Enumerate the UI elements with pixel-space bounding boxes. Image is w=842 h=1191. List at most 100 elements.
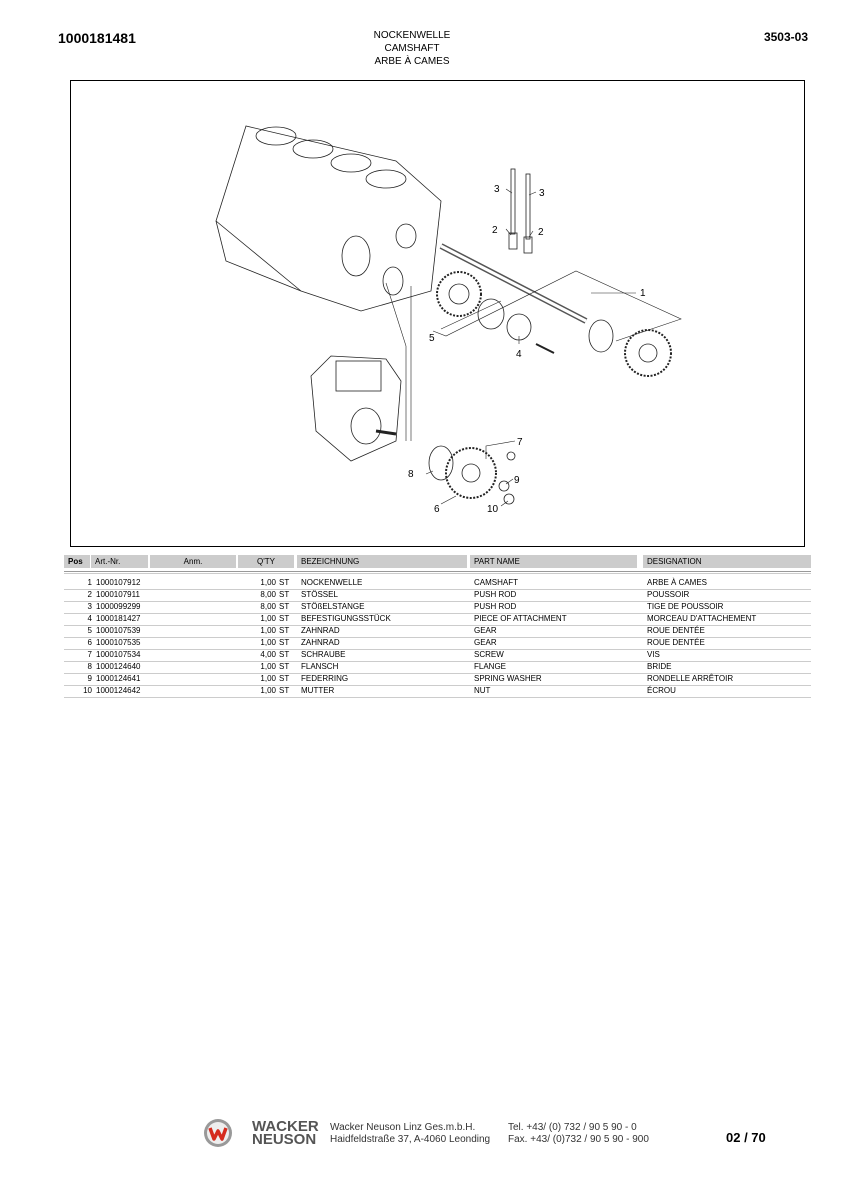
row-article-number: 1000107911 — [96, 590, 140, 599]
row-pos: 9 — [87, 674, 92, 683]
spring-washer-9 — [498, 480, 510, 492]
row-bezeichnung: FEDERRING — [301, 674, 349, 683]
row-bezeichnung: ZAHNRAD — [301, 626, 340, 635]
row-article-number: 1000107535 — [96, 638, 141, 647]
row-divider — [64, 613, 811, 614]
sheet-code: 3503-03 — [763, 30, 808, 44]
title-de: NOCKENWELLE — [373, 30, 451, 41]
row-unit: ST — [279, 650, 290, 659]
row-pos: 5 — [87, 626, 92, 635]
col-header-qty: Q'TY — [238, 555, 294, 568]
camshaft — [439, 243, 588, 324]
injection-pump — [310, 355, 402, 462]
company-name: Wacker Neuson Linz Ges.m.b.H. — [330, 1122, 476, 1133]
row-designation: VIS — [647, 650, 660, 659]
row-quantity: 1,00 — [260, 638, 276, 647]
row-bezeichnung: ZAHNRAD — [301, 638, 340, 647]
row-pos: 4 — [87, 614, 92, 623]
row-designation: ARBE À CAMES — [647, 578, 708, 587]
page-number: 02 / 70 — [726, 1130, 766, 1145]
engine-block — [215, 125, 442, 312]
row-pos: 1 — [87, 578, 92, 587]
row-quantity: 1,00 — [260, 614, 276, 623]
row-unit: ST — [279, 590, 290, 599]
row-quantity: 8,00 — [260, 590, 276, 599]
row-unit: ST — [279, 614, 290, 623]
row-quantity: 1,00 — [260, 686, 276, 695]
callout-6: 6 — [434, 504, 440, 515]
callout-2b: 2 — [538, 227, 544, 238]
row-article-number: 1000124640 — [96, 662, 141, 671]
document-number: 1000181481 — [58, 30, 136, 46]
gear-6 — [445, 447, 497, 499]
row-article-number: 1000099299 — [96, 602, 141, 611]
phone: Tel. +43/ (0) 732 / 90 5 90 - 0 — [508, 1122, 637, 1133]
flange-1 — [588, 319, 614, 353]
row-designation: TIGE DE POUSSOIR — [647, 602, 724, 611]
row-part-name: CAMSHAFT — [474, 578, 518, 587]
gear-1 — [624, 329, 672, 377]
row-pos: 7 — [87, 650, 92, 659]
push-rods — [508, 168, 533, 254]
col-header-art: Art.-Nr. — [91, 555, 148, 568]
row-quantity: 1,00 — [260, 662, 276, 671]
col-header-part-name: PART NAME — [470, 555, 637, 568]
row-quantity: 1,00 — [260, 578, 276, 587]
brand-neuson: NEUSON — [252, 1131, 317, 1148]
callout-8: 8 — [408, 469, 414, 480]
callout-9: 9 — [514, 475, 520, 486]
row-pos: 3 — [87, 602, 92, 611]
row-unit: ST — [279, 674, 290, 683]
page-titles: NOCKENWELLE CAMSHAFT ARBE À CAMES — [300, 29, 524, 68]
col-header-anm: Anm. — [150, 555, 236, 568]
row-article-number: 1000107534 — [96, 650, 141, 659]
row-quantity: 4,00 — [260, 650, 276, 659]
title-fr: ARBE À CAMES — [374, 56, 450, 67]
company-address: Haidfeldstraße 37, A-4060 Leonding — [330, 1134, 491, 1145]
callout-1: 1 — [640, 288, 646, 299]
row-bezeichnung: BEFESTIGUNGSSTÜCK — [301, 614, 391, 623]
callout-2a: 2 — [492, 225, 498, 236]
row-unit: ST — [279, 602, 290, 611]
row-designation: ROUE DENTÉE — [647, 638, 705, 647]
brand-wacker: WACKER — [252, 1118, 319, 1135]
row-quantity: 8,00 — [260, 602, 276, 611]
bushing — [477, 298, 505, 330]
flange-8 — [428, 445, 454, 481]
row-part-name: PUSH ROD — [474, 590, 517, 599]
row-pos: 8 — [87, 662, 92, 671]
callout-3a: 3 — [494, 184, 500, 195]
row-divider — [64, 589, 811, 590]
row-divider — [64, 697, 811, 698]
row-divider — [64, 661, 811, 662]
row-bezeichnung: SCHRAUBE — [301, 650, 346, 659]
row-designation: BRIDE — [647, 662, 672, 671]
row-article-number: 1000124641 — [96, 674, 141, 683]
callout-4: 4 — [516, 349, 522, 360]
row-divider — [64, 649, 811, 650]
callout-3b: 3 — [539, 188, 545, 199]
row-divider — [64, 637, 811, 638]
row-article-number: 1000107539 — [96, 626, 141, 635]
row-article-number: 1000107912 — [96, 578, 141, 587]
leader-lines — [385, 188, 682, 507]
row-divider — [64, 685, 811, 686]
row-part-name: PIECE OF ATTACHMENT — [474, 614, 567, 623]
header-divider — [64, 571, 811, 572]
row-pos: 6 — [87, 638, 92, 647]
callout-5: 5 — [429, 333, 435, 344]
row-part-name: SPRING WASHER — [474, 674, 542, 683]
row-designation: ÉCROU — [647, 686, 676, 695]
row-unit: ST — [279, 638, 290, 647]
row-unit: ST — [279, 686, 290, 695]
row-part-name: GEAR — [474, 638, 497, 647]
row-unit: ST — [279, 578, 290, 587]
wacker-neuson-logo-icon — [203, 1118, 233, 1153]
row-bezeichnung: NOCKENWELLE — [301, 578, 363, 587]
col-header-bezeichnung: BEZEICHNUNG — [297, 555, 467, 568]
row-part-name: GEAR — [474, 626, 497, 635]
row-article-number: 1000124642 — [96, 686, 141, 695]
row-bezeichnung: STÖßELSTANGE — [301, 602, 365, 611]
row-part-name: SCREW — [474, 650, 504, 659]
